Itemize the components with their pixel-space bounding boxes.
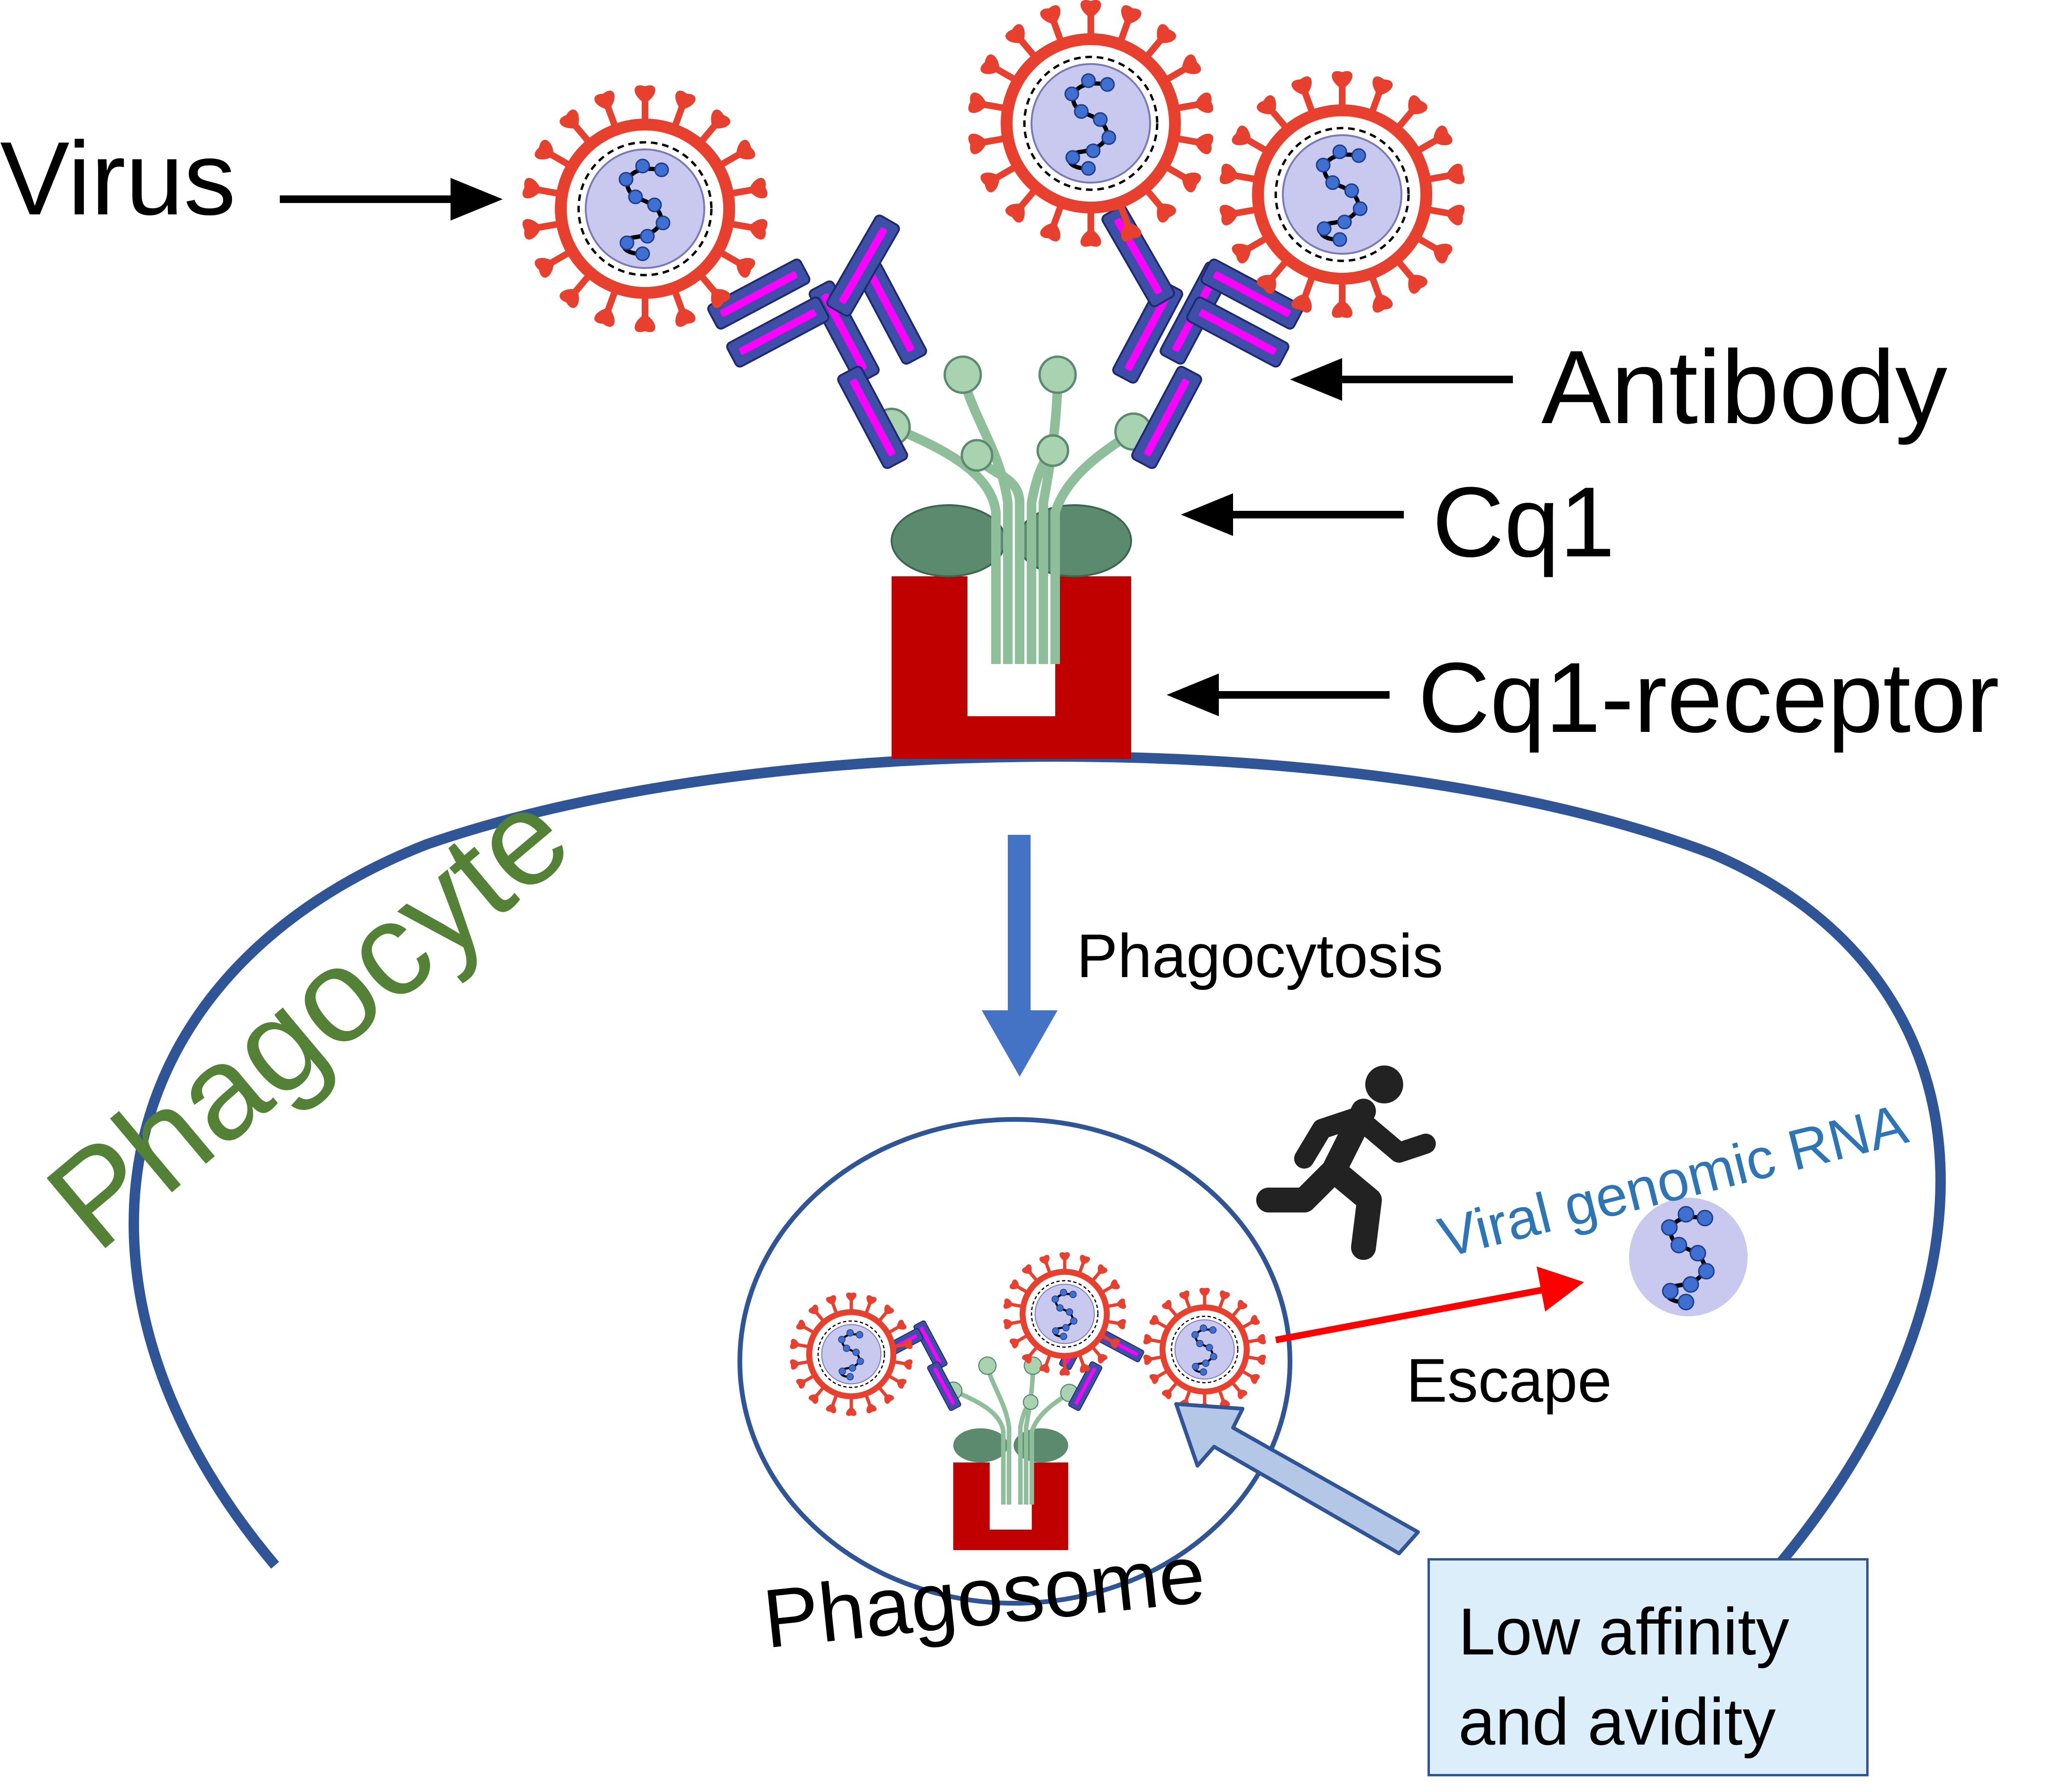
virus-icon: [967, 0, 1214, 247]
phagocytosis-arrow: [982, 835, 1058, 1077]
phagocytosis-label: Phagocytosis: [1077, 921, 1444, 990]
note-text: Low affinity and avidity: [1458, 1594, 1789, 1759]
antibody-icon: [707, 212, 928, 470]
virus-label: Virus: [0, 120, 236, 237]
label-pointer-arrows: [280, 178, 1513, 716]
cq1-label: Cq1: [1432, 466, 1615, 578]
virus-icon: [1003, 1252, 1126, 1376]
escape-arrow: [1275, 1266, 1584, 1343]
escape-label: Escape: [1406, 1346, 1612, 1415]
cq1-receptor-icon: [892, 576, 1131, 759]
cq1-receptor-label: Cq1-receptor: [1418, 642, 1999, 753]
running-person-icon: [1269, 1065, 1426, 1247]
phagosome-membrane: [737, 1117, 1292, 1606]
cq1-icon: [872, 355, 1153, 664]
note-box: Low affinity and avidity: [1428, 1558, 1869, 1776]
phagosome-contents: [873, 1320, 1145, 1550]
virus-icon: [1143, 1288, 1266, 1411]
viral-rna-icon: [1629, 1198, 1748, 1316]
note-callout-arrow: [1174, 1402, 1420, 1555]
antibody-label: Antibody: [1541, 329, 1948, 445]
virus-icon: [790, 1293, 913, 1416]
